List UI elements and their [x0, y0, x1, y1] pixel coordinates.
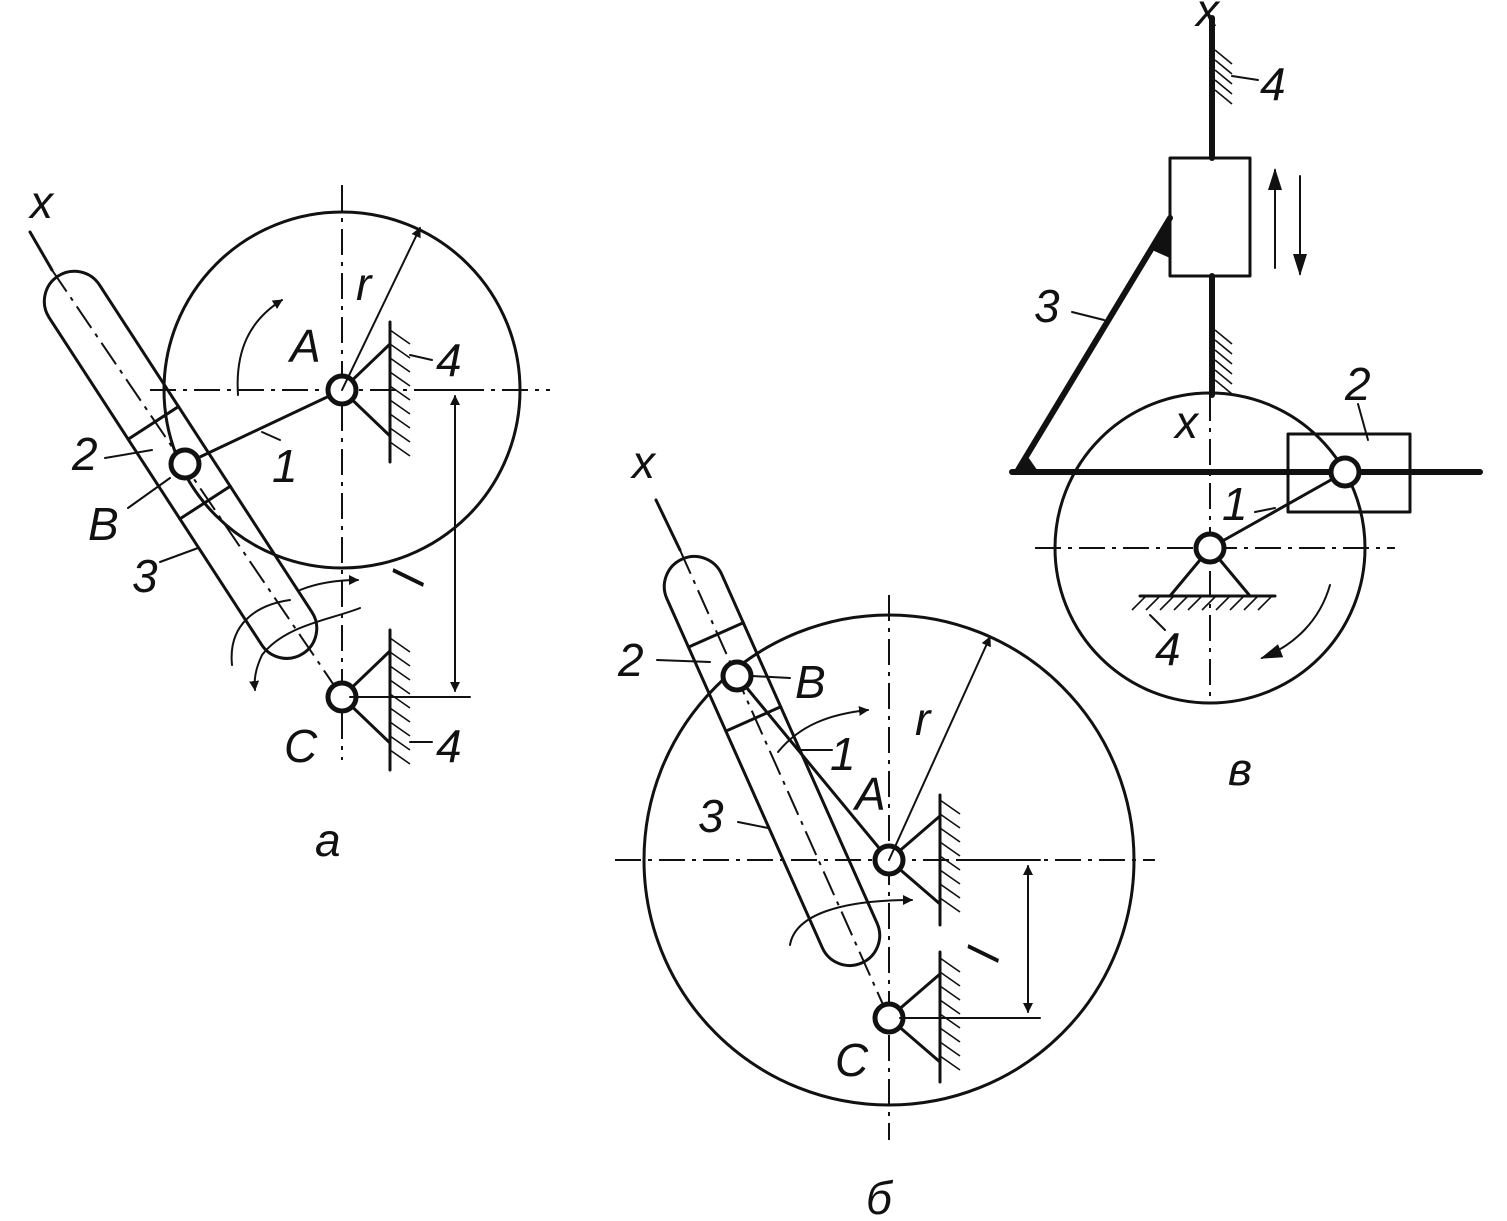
- label-l-a: l: [382, 565, 435, 590]
- support-A-a: [340, 320, 411, 464]
- leader-4A-a: [409, 354, 433, 361]
- rotation-arrow-crank-b: [777, 705, 869, 753]
- radius-arrow-b: [888, 636, 991, 861]
- leader-2-a: [104, 449, 153, 459]
- label-C-a: C: [284, 720, 318, 772]
- leader-2-b: [656, 659, 711, 663]
- rotation-arrow-crank-a: [236, 299, 283, 396]
- caption-b: б: [866, 1172, 894, 1221]
- label-1-a: 1: [272, 440, 298, 492]
- rocker-link-3-a: [42, 269, 319, 660]
- crank-1-b: [735, 674, 891, 862]
- label-1-b: 1: [830, 728, 856, 780]
- label-A-b: A: [852, 768, 886, 820]
- caption-a: а: [315, 814, 341, 866]
- caption-v: в: [1228, 743, 1252, 795]
- rotation-arrow-rocker-left-a: [230, 599, 291, 666]
- guide-hatch-top-v: [1214, 49, 1233, 105]
- label-r-a: r: [356, 258, 373, 310]
- label-A-a: A: [287, 320, 321, 372]
- rocker-axis-b: [654, 498, 682, 552]
- slider-block-vertical-v: [1168, 156, 1252, 278]
- label-4C-a: 4: [436, 720, 462, 772]
- slider-block-2-v: [1286, 432, 1412, 514]
- figure-a: x r A 4 2 1 B 3 l C 4 а: [28, 176, 550, 866]
- label-4-top-v: 4: [1260, 58, 1286, 110]
- label-3-a: 3: [132, 550, 158, 602]
- rotation-arrow-rocker-down-a: [249, 607, 361, 691]
- label-3-v: 3: [1034, 280, 1060, 332]
- label-B-a: B: [88, 498, 119, 550]
- label-2-v: 2: [1344, 358, 1371, 410]
- pin-B-a: [168, 447, 202, 481]
- label-2-a: 2: [71, 428, 98, 480]
- leader-4-bottom-v: [1149, 614, 1166, 631]
- leader-1-a: [261, 431, 281, 441]
- leader-1-v: [1254, 507, 1276, 513]
- leader-3-a: [159, 547, 199, 563]
- pin-crank-v: [1193, 531, 1227, 565]
- label-1-v: 1: [1222, 478, 1248, 530]
- label-2-b: 2: [617, 634, 644, 686]
- label-B-b: B: [795, 656, 826, 708]
- label-4A-a: 4: [436, 334, 462, 386]
- figure-v: x 4 3 2 x 1 4 в: [1009, 0, 1483, 795]
- figure-b: x 2 B r 1 A 3 l C б: [615, 436, 1155, 1221]
- label-x-mid-v: x: [1173, 396, 1200, 448]
- label-x-b: x: [630, 436, 657, 488]
- radius-arrow-a: [341, 227, 421, 391]
- rocker-link-3-b: [662, 555, 882, 967]
- label-r-b: r: [915, 693, 932, 745]
- label-l-b: l: [957, 941, 1010, 966]
- pin-slider-v: [1328, 455, 1362, 489]
- label-x-top-v: x: [1194, 0, 1221, 36]
- link-3-v: [1015, 215, 1173, 473]
- leader-B-a: [127, 477, 171, 509]
- rocker-axis-a: [28, 230, 54, 272]
- leader-B-b: [751, 675, 791, 679]
- guide-hatch-bottom-v: [1214, 329, 1233, 395]
- link-3-joint-top-v: [1152, 214, 1170, 258]
- crank-1-a: [183, 388, 344, 466]
- pin-B-b: [720, 659, 754, 693]
- pin-C-b: [872, 1001, 906, 1035]
- rocker-axis-dash-a: [51, 269, 343, 698]
- leader-3-v: [1071, 311, 1105, 321]
- crank-1-v: [1208, 470, 1347, 550]
- leader-3-b: [737, 821, 769, 829]
- rotation-arrow-rocker-right-a: [299, 575, 359, 591]
- label-3-b: 3: [698, 790, 724, 842]
- label-4-bottom-v: 4: [1155, 623, 1181, 675]
- rocker-axis-dash-b: [679, 549, 890, 1019]
- label-x-a: x: [28, 176, 55, 228]
- leader-4-top-v: [1231, 75, 1259, 81]
- label-C-b: C: [835, 1034, 869, 1086]
- rotation-arrow-v: [1260, 584, 1331, 659]
- leader-2-v: [1357, 403, 1369, 441]
- rotation-arrow-rocker-b: [789, 895, 913, 946]
